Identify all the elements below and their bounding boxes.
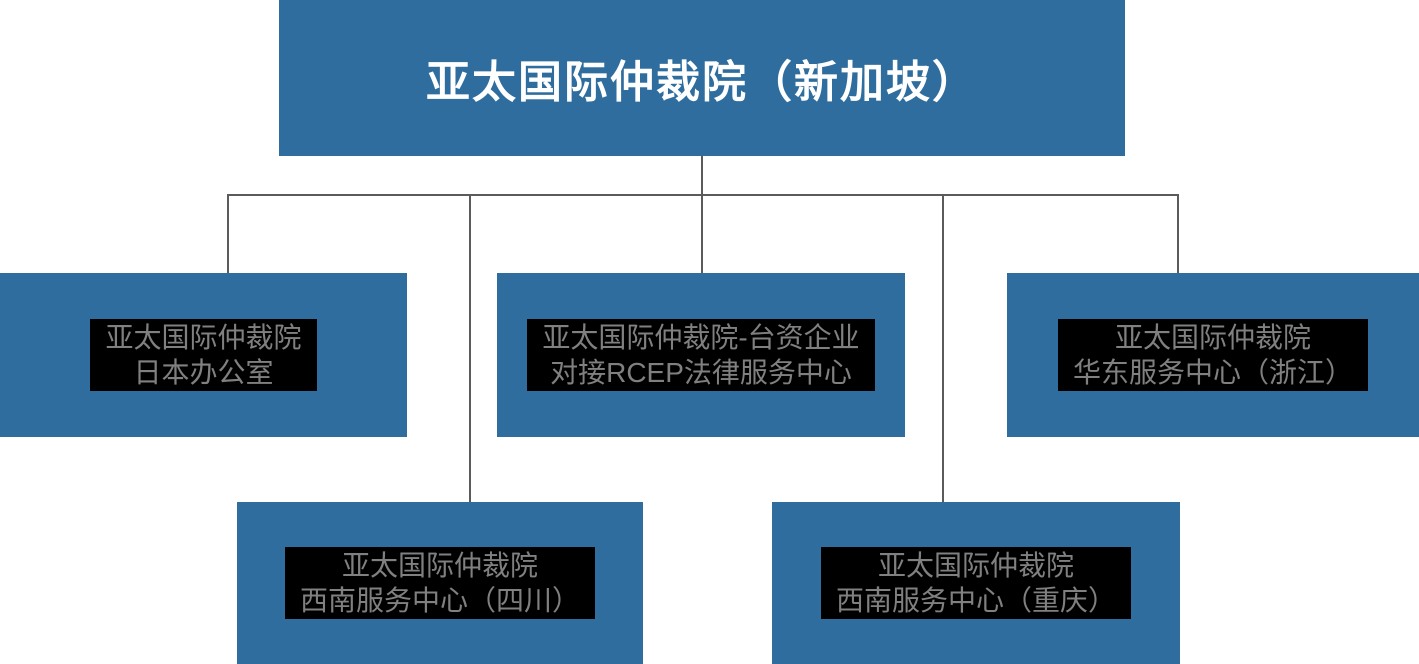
org-node-southwest-sichuan-highlight: 亚太国际仲裁院 西南服务中心（四川） bbox=[284, 547, 595, 619]
org-node-southwest-sichuan: 亚太国际仲裁院 西南服务中心（四川） bbox=[237, 502, 643, 664]
connector-drop-east-china-zhejiang bbox=[1177, 194, 1179, 274]
connector-drop-rcep-center bbox=[701, 194, 703, 274]
org-node-root: 亚太国际仲裁院（新加坡） bbox=[279, 0, 1125, 156]
org-node-rcep-center: 亚太国际仲裁院-台资企业 对接RCEP法律服务中心 bbox=[497, 273, 905, 437]
connector-horizontal-rail bbox=[227, 194, 1179, 196]
org-node-east-china-zhejiang-line2: 华东服务中心（浙江） bbox=[1072, 357, 1353, 388]
org-node-east-china-zhejiang-line1: 亚太国际仲裁院 bbox=[1114, 322, 1311, 353]
org-node-rcep-center-highlight: 亚太国际仲裁院-台资企业 对接RCEP法律服务中心 bbox=[527, 319, 875, 391]
org-node-japan-office-highlight: 亚太国际仲裁院 日本办公室 bbox=[90, 319, 317, 391]
org-node-southwest-chongqing-line1: 亚太国际仲裁院 bbox=[877, 550, 1074, 581]
connector-trunk bbox=[701, 156, 703, 195]
org-node-rcep-center-line2: 对接RCEP法律服务中心 bbox=[550, 357, 852, 388]
org-node-southwest-chongqing-highlight: 亚太国际仲裁院 西南服务中心（重庆） bbox=[820, 547, 1131, 619]
connector-drop-japan-office bbox=[227, 194, 229, 274]
org-node-southwest-sichuan-line2: 西南服务中心（四川） bbox=[299, 585, 580, 616]
org-node-east-china-zhejiang-highlight: 亚太国际仲裁院 华东服务中心（浙江） bbox=[1057, 319, 1368, 391]
connector-drop-southwest-sichuan bbox=[469, 194, 471, 503]
org-node-southwest-sichuan-line1: 亚太国际仲裁院 bbox=[341, 550, 538, 581]
org-node-japan-office: 亚太国际仲裁院 日本办公室 bbox=[0, 273, 407, 437]
org-node-southwest-chongqing: 亚太国际仲裁院 西南服务中心（重庆） bbox=[772, 502, 1180, 664]
org-node-root-label: 亚太国际仲裁院（新加坡） bbox=[426, 58, 978, 107]
org-node-japan-office-line2: 日本办公室 bbox=[133, 357, 274, 388]
org-node-japan-office-line1: 亚太国际仲裁院 bbox=[105, 322, 302, 353]
org-node-rcep-center-line1: 亚太国际仲裁院-台资企业 bbox=[542, 322, 860, 353]
connector-drop-southwest-chongqing bbox=[942, 194, 944, 503]
org-node-southwest-chongqing-line2: 西南服务中心（重庆） bbox=[835, 585, 1116, 616]
org-node-east-china-zhejiang: 亚太国际仲裁院 华东服务中心（浙江） bbox=[1007, 273, 1419, 437]
